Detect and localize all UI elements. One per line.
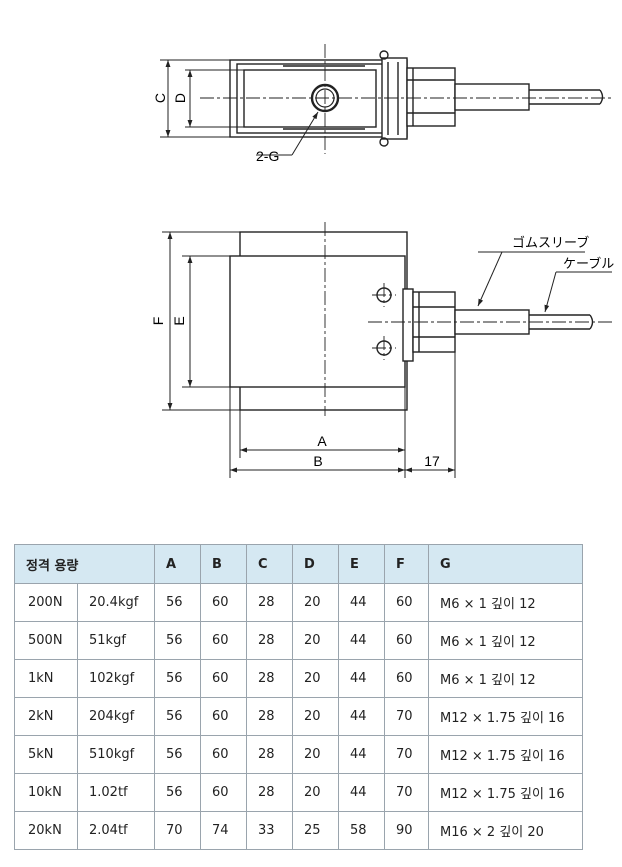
table-cell: 25: [292, 811, 339, 850]
dim-label-e: E: [171, 316, 187, 325]
dim-label-cable-offset: 17: [424, 453, 440, 469]
table-cell: 28: [246, 697, 293, 736]
table-header-row: 정격 용량 A B C D E F G: [14, 544, 583, 584]
table-cell: 60: [200, 659, 247, 698]
thread-label: 2-G: [256, 148, 279, 164]
table-cell: 20: [292, 621, 339, 660]
dim-label-d: D: [172, 93, 188, 103]
table-cell: 56: [154, 773, 201, 812]
table-cell: 70: [384, 773, 429, 812]
table-cell: 56: [154, 735, 201, 774]
table-cell: 56: [154, 659, 201, 698]
front-view-centerlines: [324, 222, 612, 416]
table-cell: 60: [200, 621, 247, 660]
table-cell: 28: [246, 583, 293, 622]
table-cell: 58: [338, 811, 385, 850]
table-cell: 1.02tf: [77, 773, 155, 812]
callout-rubber-sleeve: ゴムスリーブ: [512, 235, 589, 251]
table-cell: 20: [292, 583, 339, 622]
table-cell: 20: [292, 697, 339, 736]
table-cell: 74: [200, 811, 247, 850]
table-cell: 60: [384, 659, 429, 698]
table-cell: 200N: [14, 583, 78, 622]
table-cell: 2.04tf: [77, 811, 155, 850]
front-view-dimensions: [162, 231, 612, 478]
table-cell: 56: [154, 621, 201, 660]
table-cell: 44: [338, 735, 385, 774]
table-cell: 28: [246, 773, 293, 812]
callout-cable: ケーブル: [563, 256, 614, 272]
table-cell: 56: [154, 583, 201, 622]
dim-label-b: B: [313, 453, 322, 469]
table-cell: 90: [384, 811, 429, 850]
table-cell: 70: [384, 735, 429, 774]
table-cell: 60: [384, 583, 429, 622]
table-cell: M6 × 1 깊이 12: [428, 583, 583, 622]
table-cell: 10kN: [14, 773, 78, 812]
table-cell: 33: [246, 811, 293, 850]
table-cell: M12 × 1.75 깊이 16: [428, 735, 583, 774]
table-cell: 60: [200, 735, 247, 774]
header-d: D: [292, 544, 339, 584]
top-view-centerlines: [200, 44, 612, 154]
top-view-dimensions: [160, 59, 319, 156]
dim-label-a: A: [317, 433, 327, 449]
table-cell: 1kN: [14, 659, 78, 698]
table-cell: M6 × 1 깊이 12: [428, 621, 583, 660]
header-b: B: [200, 544, 247, 584]
table-cell: 44: [338, 697, 385, 736]
header-e: E: [338, 544, 385, 584]
table-cell: 20: [292, 735, 339, 774]
table-cell: 20kN: [14, 811, 78, 850]
front-view: [229, 231, 594, 411]
header-f: F: [384, 544, 429, 584]
table-cell: 500N: [14, 621, 78, 660]
table-cell: 51kgf: [77, 621, 155, 660]
table-cell: 56: [154, 697, 201, 736]
header-a: A: [154, 544, 201, 584]
table-cell: 44: [338, 583, 385, 622]
table-cell: 28: [246, 659, 293, 698]
header-capacity: 정격 용량: [14, 544, 155, 584]
table-cell: 44: [338, 773, 385, 812]
table-cell: 60: [200, 697, 247, 736]
load-cell-dimension-drawing: C D 2-G: [150, 44, 614, 478]
top-view: [229, 50, 604, 147]
table-cell: 20: [292, 773, 339, 812]
table-cell: 204kgf: [77, 697, 155, 736]
table-cell: 2kN: [14, 697, 78, 736]
table-cell: M12 × 1.75 깊이 16: [428, 697, 583, 736]
table-cell: 44: [338, 621, 385, 660]
dim-label-f: F: [150, 317, 166, 326]
table-cell: 20: [292, 659, 339, 698]
table-cell: 28: [246, 735, 293, 774]
table-cell: M16 × 2 깊이 20: [428, 811, 583, 850]
table-cell: 5kN: [14, 735, 78, 774]
table-cell: 60: [200, 773, 247, 812]
header-c: C: [246, 544, 293, 584]
table-cell: 20.4kgf: [77, 583, 155, 622]
table-cell: 102kgf: [77, 659, 155, 698]
table-cell: 28: [246, 621, 293, 660]
table-cell: 60: [200, 583, 247, 622]
table-cell: M12 × 1.75 깊이 16: [428, 773, 583, 812]
table-cell: M6 × 1 깊이 12: [428, 659, 583, 698]
dim-label-c: C: [152, 93, 168, 103]
header-g: G: [428, 544, 583, 584]
table-cell: 70: [154, 811, 201, 850]
table-cell: 44: [338, 659, 385, 698]
table-cell: 70: [384, 697, 429, 736]
table-cell: 510kgf: [77, 735, 155, 774]
table-cell: 60: [384, 621, 429, 660]
